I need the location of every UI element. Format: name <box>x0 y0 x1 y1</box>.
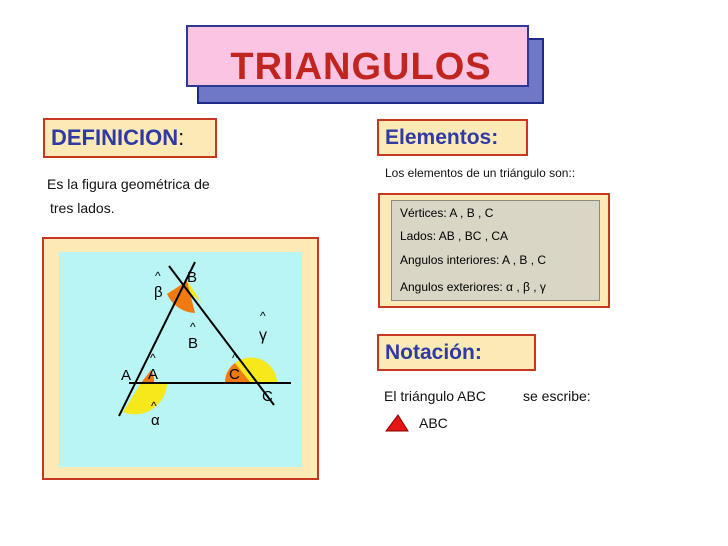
vertex-b-label: B <box>187 269 197 286</box>
angle-c-sector <box>224 363 251 383</box>
angle-b-hat: ^ <box>190 320 196 334</box>
angle-a-hat: ^ <box>150 351 156 365</box>
elements-exterior-angles: Angulos exteriores: α , β , γ <box>400 280 546 294</box>
angle-a-sector <box>141 370 155 383</box>
definition-label-text: DEFINICION <box>51 125 179 150</box>
angle-b-sector <box>167 281 195 313</box>
side-bc-line <box>168 265 275 406</box>
elements-image-background <box>391 200 600 301</box>
notation-label: Notación: <box>377 334 536 371</box>
beta-hat: ^ <box>155 269 161 283</box>
page-title: TRIANGULOS <box>230 46 492 88</box>
angle-a-label: A <box>148 366 158 383</box>
angle-b-label: B <box>188 335 198 352</box>
elements-vertices: Vértices: A , B , C <box>400 206 494 220</box>
triangle-figure: B A C ^ β ^ B ^ A ^ C ^ γ ^ α <box>118 261 291 429</box>
notation-text-part1: El triángulo ABC <box>384 388 486 404</box>
notation-text-part2: se escribe: <box>523 388 591 404</box>
triangle-symbol-icon <box>385 414 409 432</box>
angle-c-hat: ^ <box>232 351 238 365</box>
definition-text-line2: tres lados. <box>50 200 115 216</box>
definition-text-line1: Es la figura geométrica de <box>47 176 210 192</box>
alpha-sector <box>123 383 167 415</box>
notation-symbol-label: ABC <box>419 415 448 431</box>
gamma-label: γ <box>259 327 267 344</box>
definition-label: DEFINICION: <box>43 118 217 158</box>
beta-label: β <box>154 284 163 301</box>
elements-intro: Los elementos de un triángulo son:: <box>385 166 576 180</box>
angle-c-label: C <box>229 366 240 383</box>
alpha-hat: ^ <box>151 399 157 413</box>
elements-label: Elementos: <box>377 119 528 156</box>
alpha-label: α <box>151 412 160 429</box>
definition-colon: : <box>178 125 185 150</box>
gamma-sector <box>235 357 277 383</box>
elements-interior-angles: Angulos interiores: A , B , C <box>400 253 547 267</box>
gamma-hat: ^ <box>260 309 266 323</box>
side-ab-line <box>118 261 196 417</box>
elements-sides: Lados: AB , BC , CA <box>400 229 509 243</box>
vertex-c-label: C <box>262 388 273 405</box>
title-box <box>186 25 529 87</box>
vertex-a-label: A <box>121 367 131 384</box>
